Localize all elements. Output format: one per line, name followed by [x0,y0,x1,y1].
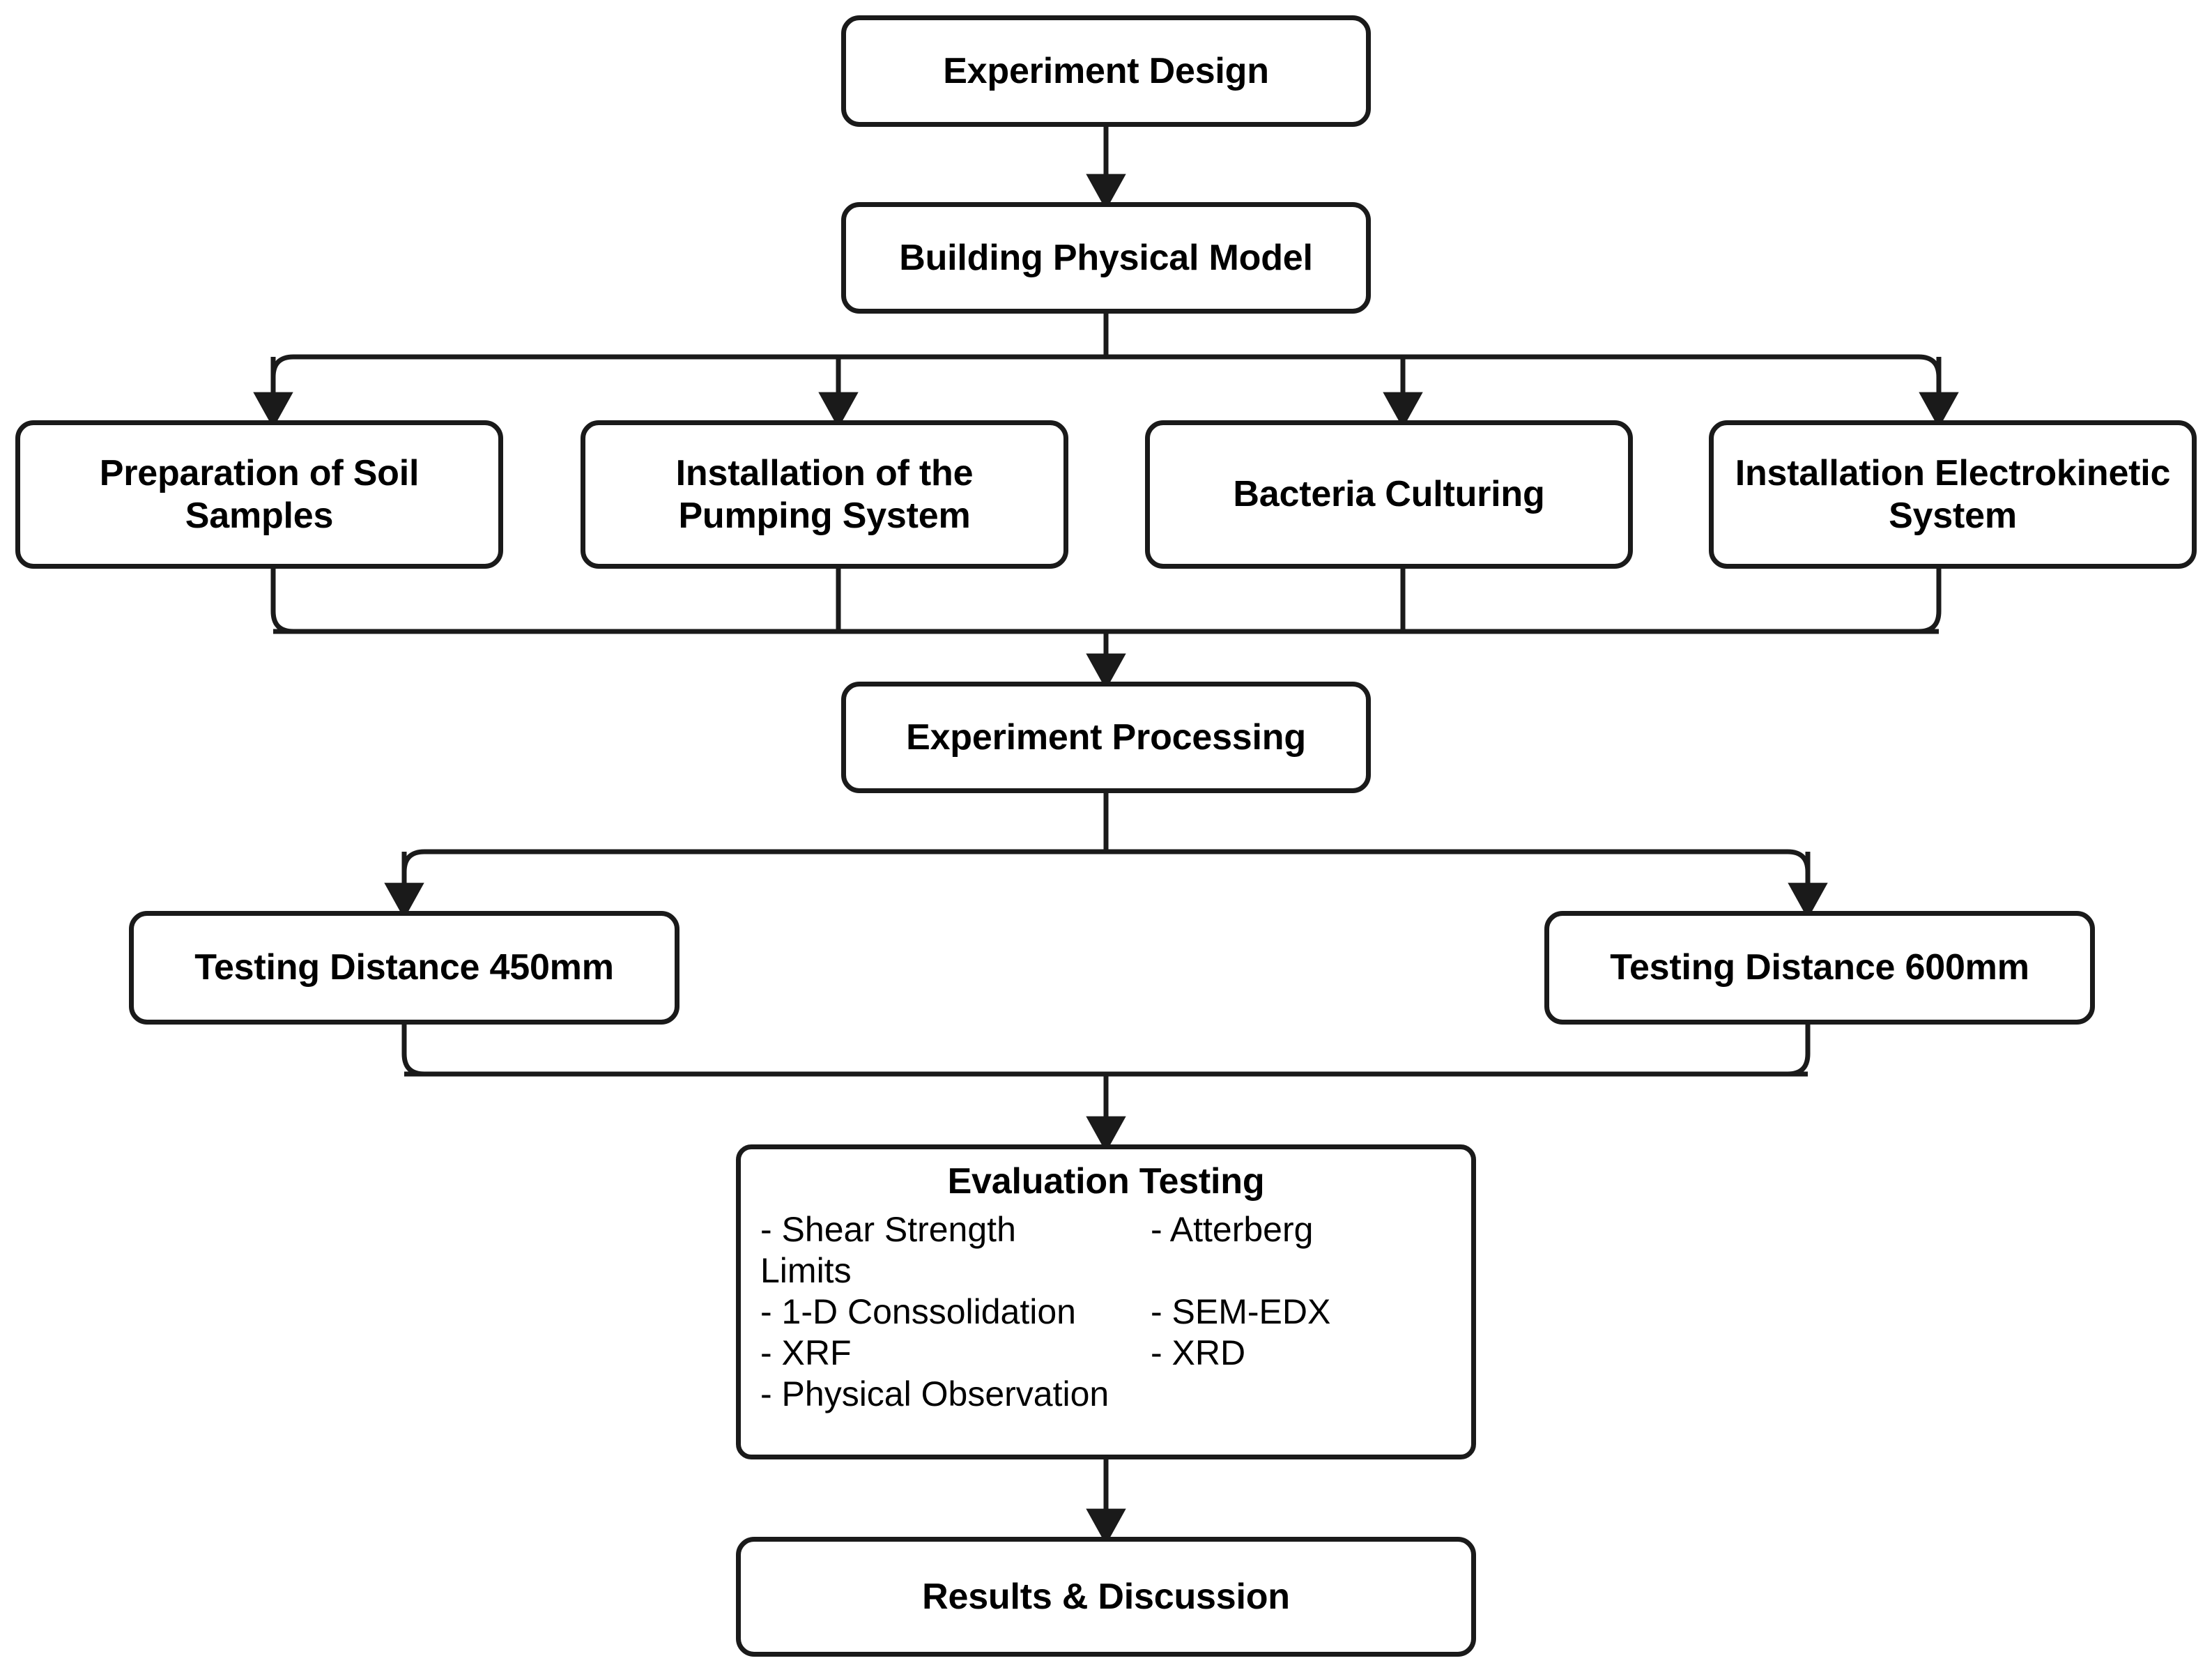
node-experiment-processing-label: Experiment Processing [906,716,1306,758]
node-testing-distance-600mm-label: Testing Distance 600mm [1610,947,2029,988]
evaluation-testing-list: - Shear Strength - Atterberg Limits - 1-… [741,1209,1471,1415]
edge-450-to-merge [401,1025,425,1077]
split-bus-row3 [270,354,1942,378]
evaluation-item-left: - XRF [760,1333,852,1373]
node-experiment-processing[interactable]: Experiment Processing [841,682,1371,793]
node-results-and-discussion[interactable]: Results & Discussion [736,1537,1476,1657]
evaluation-item-right: - SEM-EDX [1151,1292,1331,1332]
node-evaluation-testing[interactable]: Evaluation Testing - Shear Strength - At… [736,1144,1476,1459]
edge-600-to-merge [1787,1025,1811,1077]
edge-soil-to-merge [270,569,294,634]
edge-electrokinetic-to-merge [1918,569,1942,634]
node-testing-distance-600mm[interactable]: Testing Distance 600mm [1544,911,2095,1025]
list-item: Limits [760,1250,1454,1291]
list-item: - 1-D Conssolidation - SEM-EDX [760,1291,1454,1333]
node-preparation-of-soil-samples[interactable]: Preparation of Soil Samples [15,420,503,569]
node-installation-electrokinetic-system[interactable]: Installation Electrokinetic System [1709,420,2197,569]
node-installation-electrokinetic-system-label: Installation Electrokinetic System [1735,453,2171,536]
list-item: - Shear Strength - Atterberg [760,1209,1454,1250]
node-experiment-design[interactable]: Experiment Design [841,15,1371,127]
node-testing-distance-450mm[interactable]: Testing Distance 450mm [129,911,679,1025]
evaluation-item-right: - Atterberg [1151,1210,1314,1250]
split-bus-row5 [401,849,1811,873]
evaluation-item-right: - XRD [1151,1333,1246,1373]
node-results-and-discussion-label: Results & Discussion [922,1576,1290,1617]
node-bacteria-culturing-label: Bacteria Culturing [1233,474,1545,515]
evaluation-item-left: - 1-D Conssolidation [760,1292,1076,1332]
node-building-physical-model-label: Building Physical Model [899,237,1313,278]
list-item: - XRF - XRD [760,1333,1454,1374]
node-installation-of-the-pumping-system-label: Installation of the Pumping System [675,453,974,536]
node-preparation-of-soil-samples-label: Preparation of Soil Samples [99,453,420,536]
node-installation-of-the-pumping-system[interactable]: Installation of the Pumping System [581,420,1068,569]
node-building-physical-model[interactable]: Building Physical Model [841,202,1371,314]
node-bacteria-culturing[interactable]: Bacteria Culturing [1145,420,1633,569]
node-experiment-design-label: Experiment Design [943,50,1269,91]
node-testing-distance-450mm-label: Testing Distance 450mm [194,947,614,988]
list-item: - Physical Observation [760,1374,1454,1415]
evaluation-item-left: - Physical Observation [760,1374,1109,1414]
evaluation-item-left: - Shear Strength [760,1210,1016,1250]
node-evaluation-testing-heading: Evaluation Testing [947,1161,1265,1202]
evaluation-item-left: Limits [760,1251,852,1291]
